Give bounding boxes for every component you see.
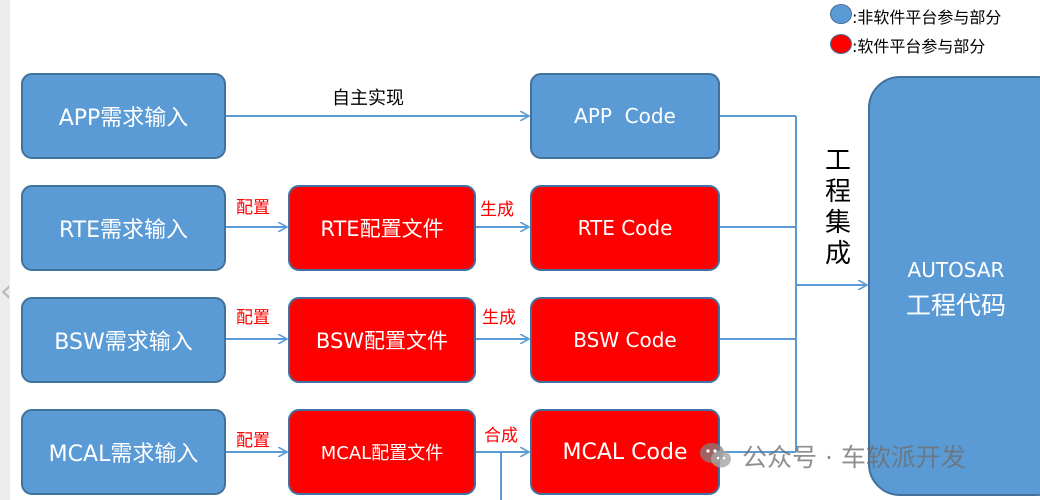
project-code-label: 工程代码: [905, 291, 1006, 320]
integration-char: 工: [824, 146, 851, 176]
integration-char: 程: [824, 177, 851, 207]
bsw-requirement-box: BSW需求输入: [21, 297, 226, 383]
app-requirement-box: APP需求输入: [21, 73, 226, 159]
chevron-left-icon[interactable]: ‹: [0, 274, 12, 309]
bsw-code-label: BSW Code: [573, 328, 677, 352]
wechat-icon: [700, 443, 731, 468]
mcal-requirement-label: MCAL需求输入: [48, 442, 199, 467]
app-code-label: APP Code: [574, 104, 676, 128]
legend-platform-text: :软件平台参与部分: [852, 37, 986, 56]
rte-generate-label: 生成: [480, 200, 514, 220]
autosar-project-code-box: AUTOSAR 工程代码: [868, 76, 1040, 496]
app-code-box: APP Code: [530, 73, 720, 159]
legend-blue-dot: [830, 4, 852, 24]
integration-char: 成: [824, 239, 851, 269]
mcal-config-box: MCAL配置文件: [288, 409, 476, 495]
project-integration-label: 工 程 集 成: [818, 146, 858, 270]
bsw-requirement-label: BSW需求输入: [54, 330, 193, 355]
rte-config-box: RTE配置文件: [288, 185, 476, 271]
rte-requirement-label: RTE需求输入: [58, 218, 189, 243]
left-edge-scroll-bar: [0, 0, 10, 500]
bsw-config-label: BSW配置文件: [315, 329, 449, 353]
mcal-code-box: MCAL Code: [530, 409, 720, 495]
bsw-generate-label: 生成: [482, 308, 516, 328]
mcal-compose-label: 合成: [484, 426, 518, 446]
mcal-code-label: MCAL Code: [562, 439, 688, 465]
autosar-label: AUTOSAR: [907, 258, 1005, 282]
watermark: 公众号 · 车软派开发: [698, 436, 966, 476]
rte-code-box: RTE Code: [530, 185, 720, 271]
rte-configure-label: 配置: [236, 198, 270, 218]
mcal-configure-label: 配置: [236, 431, 270, 451]
mcal-config-label: MCAL配置文件: [320, 443, 444, 464]
autosar-text: AUTOSAR 工程代码: [870, 258, 1040, 322]
rte-requirement-box: RTE需求输入: [21, 185, 226, 271]
mcal-requirement-box: MCAL需求输入: [21, 409, 226, 495]
rte-config-label: RTE配置文件: [320, 217, 444, 241]
bsw-configure-label: 配置: [236, 308, 270, 328]
legend-non-platform-text: :非软件平台参与部分: [852, 8, 1002, 27]
bsw-code-box: BSW Code: [530, 297, 720, 383]
watermark-text: 公众号 · 车软派开发: [742, 443, 966, 472]
legend-red-dot: [830, 34, 852, 54]
bsw-config-box: BSW配置文件: [288, 297, 476, 383]
app-requirement-label: APP需求输入: [58, 106, 189, 131]
rte-code-label: RTE Code: [577, 216, 673, 240]
integration-char: 集: [824, 208, 851, 238]
self-implementation-label: 自主实现: [332, 88, 404, 109]
